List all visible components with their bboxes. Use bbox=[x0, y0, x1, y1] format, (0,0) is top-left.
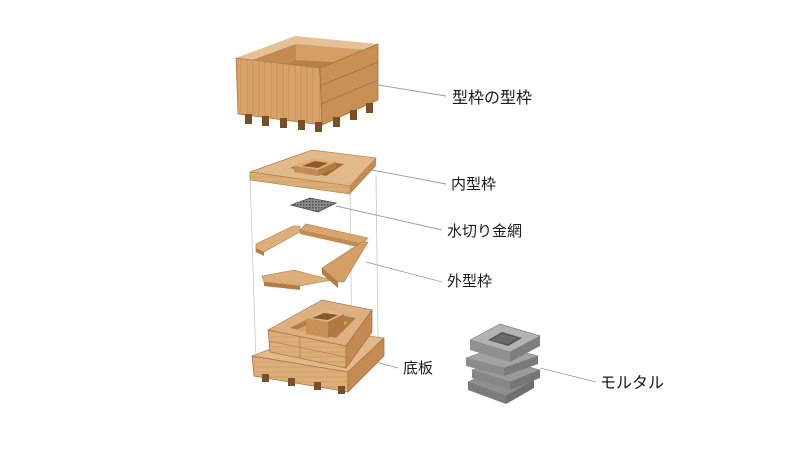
label-base-board: 底板 bbox=[403, 359, 434, 377]
mortar-block-icon bbox=[464, 323, 541, 404]
base-assembly-icon bbox=[250, 299, 385, 394]
label-mortar: モルタル bbox=[600, 373, 665, 392]
mold-box-icon bbox=[235, 36, 379, 132]
leader-lines bbox=[335, 83, 597, 383]
mesh-icon bbox=[289, 197, 338, 213]
label-mold-of-mold: 型枠の型枠 bbox=[452, 88, 533, 107]
label-drain-mesh: 水切り金網 bbox=[447, 222, 523, 240]
leader-mortar bbox=[539, 367, 597, 383]
leader-mold-of-mold bbox=[371, 83, 447, 97]
inner-mold-icon bbox=[249, 149, 377, 195]
label-outer-mold: 外型枠 bbox=[447, 272, 493, 290]
label-inner-mold: 内型枠 bbox=[451, 175, 497, 193]
leader-inner-mold bbox=[371, 169, 447, 185]
outer-mold-icon bbox=[255, 223, 369, 290]
leader-base-board bbox=[375, 361, 399, 369]
leader-drain-mesh bbox=[335, 205, 443, 231]
leader-outer-mold bbox=[365, 261, 443, 283]
